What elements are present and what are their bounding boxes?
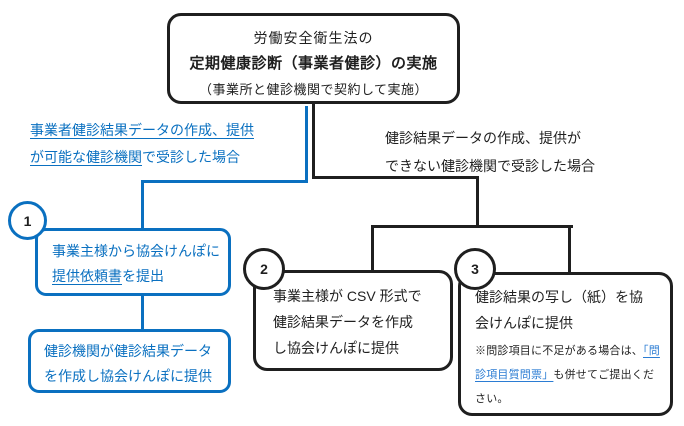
connector-right-stub-line (476, 176, 479, 228)
step3-number-badge: 3 (454, 248, 496, 290)
step3-note: ※問診項目に不足がある場合は、「問 診項目質問票」も併せてご提出くだ さい。 (475, 339, 660, 411)
top-box-line3: （事業所と健診機関で契約して実施） (198, 82, 429, 97)
left-case-link-line2[interactable]: が可能な健診機関 (30, 149, 142, 165)
blue-connector-horizontal-line (141, 180, 308, 183)
step1-number-badge: 1 (8, 201, 47, 240)
step3-note-line1-text: ※問診項目に不足がある場合は、 (475, 345, 643, 357)
left-case-link-line1[interactable]: 事業者健診結果データの作成、提供 (30, 122, 254, 138)
step3-line1: 健診結果の写し（紙）を協 (475, 289, 643, 305)
left-case-caption: 事業者健診結果データの作成、提供 が可能な健診機関で受診した場合 (30, 117, 254, 171)
step2-number: 2 (260, 261, 268, 277)
connector-into-step2-line (371, 225, 374, 272)
step1-number: 1 (23, 212, 32, 229)
step3-questionnaire-link-continued[interactable]: 診項目質問票」 (475, 369, 554, 381)
step1-result-line1: 健診機関が健診結果データ (44, 343, 212, 359)
connector-right-horizontal-line (312, 176, 479, 179)
blue-connector-top-vertical-line (305, 106, 308, 183)
step3-note-line2-text: も併せてご提出くだ (553, 369, 655, 381)
step1-result-box: 健診機関が健診結果データ を作成し協会けんぽに提供 (28, 329, 231, 393)
left-case-line2-rest: で受診した場合 (142, 149, 240, 165)
top-box-line1: 労働安全衛生法の (253, 30, 374, 46)
step1-line2-rest: を提出 (122, 268, 164, 284)
step1-request-form-link[interactable]: 提供依頼書 (52, 268, 122, 284)
step2-number-badge: 2 (243, 248, 285, 290)
right-case-line2: できない健診機関で受診した場合 (385, 158, 595, 174)
right-case-line1: 健診結果データの作成、提供が (385, 130, 581, 146)
step2-line2: 健診結果データを作成 (273, 314, 413, 330)
blue-connector-step1-to-result-line (141, 292, 144, 332)
step3-line2: 会けんぽに提供 (475, 315, 573, 331)
step2-box: 事業主様が CSV 形式で 健診結果データを作成 し協会けんぽに提供 (253, 270, 453, 371)
step2-line1: 事業主様が CSV 形式で (273, 288, 422, 304)
blue-connector-into-step1-line (141, 180, 144, 230)
step3-questionnaire-link[interactable]: 「問 (643, 345, 660, 357)
connector-into-step3-line (568, 225, 571, 275)
step2-line3: し協会けんぽに提供 (273, 340, 399, 356)
step1-result-line2: を作成し協会けんぽに提供 (44, 368, 212, 384)
step3-box: 健診結果の写し（紙）を協 会けんぽに提供 ※問診項目に不足がある場合は、「問 診… (458, 272, 673, 416)
connector-branch-horizontal-line (371, 225, 573, 228)
step3-note-line3: さい。 (475, 393, 509, 405)
top-box: 労働安全衛生法の 定期健康診断（事業者健診）の実施 （事業所と健診機関で契約して… (167, 13, 460, 104)
step3-number: 3 (471, 261, 479, 277)
right-case-caption: 健診結果データの作成、提供が できない健診機関で受診した場合 (385, 124, 595, 180)
top-box-line2: 定期健康診断（事業者健診）の実施 (189, 55, 438, 72)
step1-line1: 事業主様から協会けんぽに (52, 243, 220, 259)
connector-top-vertical-line (312, 102, 315, 179)
step1-box: 事業主様から協会けんぽに 提供依頼書を提出 (35, 228, 231, 296)
